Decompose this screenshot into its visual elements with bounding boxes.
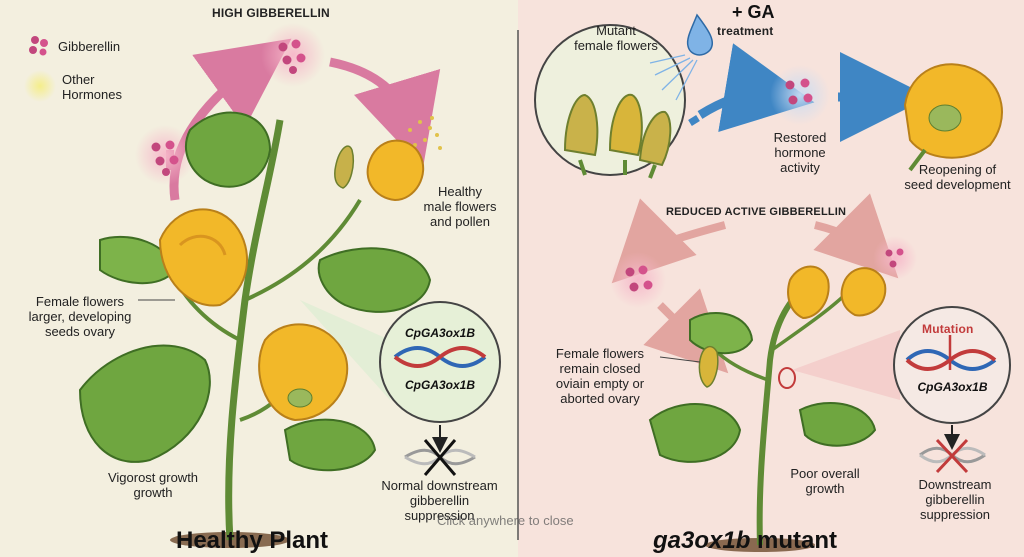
caption-mutant: ga3ox1b mutant <box>653 527 837 555</box>
reopening-label: Reopening of seed development <box>904 162 1011 192</box>
restore-arrow-tail <box>688 115 700 126</box>
dna-helix-mutant <box>905 335 997 371</box>
male-flower-top <box>366 139 425 202</box>
legend-other-label-1: Other <box>62 72 95 87</box>
restored-hormone-cluster <box>770 65 830 125</box>
mutant-flower-1 <box>787 265 830 320</box>
gene-callout-wedge <box>300 300 390 400</box>
mutant-flowers-label: Mutant female flowers <box>574 23 658 53</box>
leaf-top <box>185 111 272 188</box>
female-flowers-label-left: Female flowers larger, developing seeds … <box>28 294 132 339</box>
dna-helix-left <box>393 346 487 368</box>
reopened-flower <box>903 63 1003 172</box>
mutation-callout-wedge <box>792 330 900 400</box>
mutant-leaf-right <box>798 402 877 447</box>
reduced-ga-arrow-right <box>813 193 899 279</box>
restore-arrow-1 <box>697 43 815 133</box>
gene-label-top: CpGA3ox1B <box>404 326 475 340</box>
side-stem-right <box>244 198 362 302</box>
gibberellin-cluster-top <box>261 23 325 87</box>
gene-callout-circle <box>379 301 501 423</box>
mutant-flower-buds <box>563 93 672 179</box>
growth-label-left: Vigorost growth growth <box>107 470 199 500</box>
reduced-ga-cluster-right <box>873 236 917 280</box>
mutation-site-marker <box>778 367 796 389</box>
female-flower-center <box>258 323 349 422</box>
downstream-label-left: Normal downstream gibberellin suppressio… <box>381 478 498 523</box>
closed-flower-leader <box>659 356 701 363</box>
mutant-leaf-top <box>689 311 754 355</box>
gibberellin-cluster-left <box>135 125 195 185</box>
mutation-label: Mutation <box>922 322 974 336</box>
main-stem-left <box>225 119 284 541</box>
restored-label: Restored hormone activity <box>773 130 827 175</box>
reduced-ga-cluster-left <box>610 252 666 308</box>
mutant-leaf-left <box>648 403 742 463</box>
ga-treatment-word: treatment <box>717 24 774 38</box>
leaf-left-large <box>78 344 211 463</box>
caption-healthy-plant: Healthy Plant <box>176 527 329 554</box>
close-hint[interactable]: Click anywhere to close <box>437 513 574 528</box>
legend-other-label-2: Hormones <box>62 87 122 102</box>
gibberellin-cycle-arrow-down <box>329 57 441 169</box>
female-flowers-label-right: Female flowers remain closed oviain empt… <box>555 346 645 406</box>
pollen-dots <box>408 116 442 150</box>
poor-growth-label: Poor overall growth <box>790 466 860 496</box>
dna-blocked-right <box>919 438 986 474</box>
gene-label-bottom: CpGA3ox1B <box>404 378 475 392</box>
leaf-right <box>317 247 432 313</box>
left-title: HIGH GIBBERELLIN <box>212 6 330 20</box>
gene-label-mutant: CpGA3ox1B <box>917 380 988 394</box>
caption-mutant-gene: ga3ox1b <box>653 527 751 554</box>
ga-treatment-plus: + GA <box>732 2 775 22</box>
mutation-callout-circle <box>893 306 1011 424</box>
ga-drop-icon <box>686 13 714 56</box>
caption-mutant-word: mutant <box>757 527 838 554</box>
spray-lines <box>649 54 698 101</box>
male-flowers-label: Healthy male flowers and pollen <box>423 184 497 229</box>
legend-gibberellin-icon <box>29 36 48 56</box>
dna-blocked-left <box>404 439 476 476</box>
mutant-closed-flower <box>698 345 719 388</box>
leaf-lower-right <box>283 418 377 472</box>
flower-bud-top <box>334 145 355 189</box>
female-flower-left <box>158 208 248 307</box>
legend-other-hormones-icon <box>24 70 56 102</box>
legend-gibberellin-label: Gibberellin <box>58 39 121 54</box>
mutant-flower-2 <box>840 267 887 317</box>
downstream-label-right: Downstream gibberellin suppression <box>918 477 992 522</box>
right-title: REDUCED ACTIVE GIBBERELLIN <box>666 206 847 218</box>
